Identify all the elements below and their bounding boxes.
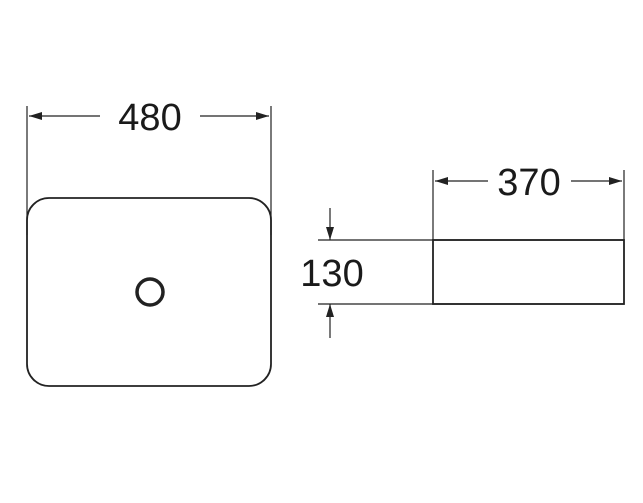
drain-icon [135,277,165,307]
side-view: 370 130 [300,162,625,338]
height-label: 130 [300,253,363,295]
width-label: 480 [118,97,181,139]
basin-outline [26,197,272,387]
side-profile [432,239,625,305]
width-dimension-370: 370 [432,162,625,240]
width-dimension-480: 480 [26,97,272,235]
side-width-label: 370 [497,162,560,204]
top-view: 480 [26,97,272,387]
height-dimension-130: 130 [300,208,364,338]
